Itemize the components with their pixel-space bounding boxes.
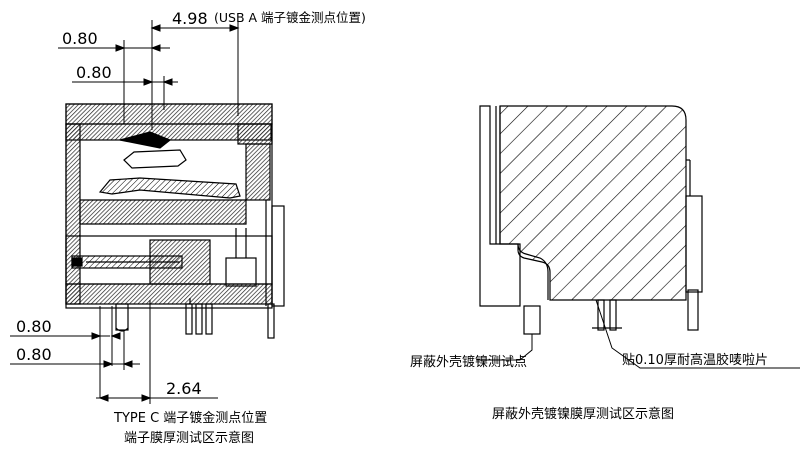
right-label-tape: 贴0.10厚耐高温胶唛啦片 [622, 352, 768, 368]
right-caption: 屏蔽外壳镀镍膜厚测试区示意图 [492, 406, 674, 422]
left-caption-line-2: 端子膜厚测试区示意图 [124, 430, 254, 446]
right-label-shell: 屏蔽外壳镀镍测试点 [410, 354, 527, 370]
dim-bottom-value-1: 0.80 [16, 317, 52, 336]
left-usb-tongue [79, 199, 247, 225]
right-hatched-test-area [499, 105, 687, 301]
left-pin [115, 303, 129, 331]
dim-left-value-1: 0.80 [62, 29, 98, 48]
dim-left-value-2: 0.80 [76, 63, 112, 82]
right-shield-drawing [479, 105, 703, 335]
dim-top-value: 4.98 [172, 9, 208, 28]
dim-bottom-value-3: 2.64 [166, 379, 202, 398]
left-connector-drawing [65, 103, 285, 339]
dim-bottom-value-2: 0.80 [16, 345, 52, 364]
right-leader-lines [476, 299, 800, 369]
left-dimension-lines [10, 20, 240, 404]
left-caption-line-1: TYPE C 端子镀金测点位置 [113, 410, 267, 426]
dim-top-note: (USB A 端子镀金测点位置) [214, 10, 366, 25]
left-top-wall [65, 103, 273, 125]
right-shell-pin [523, 305, 541, 335]
left-spring-contact [98, 177, 241, 199]
